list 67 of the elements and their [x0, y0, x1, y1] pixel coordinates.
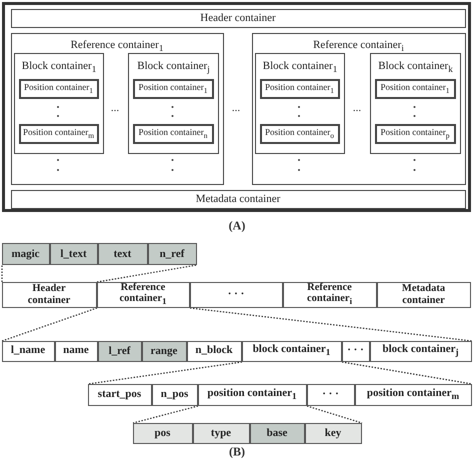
field-cell: position container$_{1}$ [198, 384, 306, 406]
field-cell: Metadata container [376, 282, 470, 308]
field-row [2, 282, 471, 308]
position-container-box: Position container$_{o}$ [260, 124, 340, 144]
field-cell: Reference container$_{1}$ [96, 282, 190, 308]
container-title: Block container$_{k}$ [378, 60, 453, 74]
reference-container-box [10, 32, 224, 184]
container-title: Block container$_{1}$ [262, 60, 338, 74]
position-container-box: Position container$_{1}$ [260, 78, 340, 98]
leader-line [342, 361, 472, 385]
field-cell: n_block [186, 340, 242, 362]
block-container-box [14, 53, 104, 154]
field-cell: l_name [2, 340, 54, 362]
position-container-box: Position container$_{m}$ [18, 124, 98, 144]
panel-label: (A) [228, 218, 246, 234]
container-title: Reference container$_{1}$ [70, 38, 164, 53]
block-container-box [128, 53, 219, 154]
field-cell: text [98, 242, 148, 264]
position-container-box: Position container$_{n}$ [132, 124, 214, 144]
field-cell: · · · [342, 340, 370, 362]
leader-line [88, 361, 242, 385]
leader-line [190, 307, 472, 342]
container-box: Metadata container [10, 190, 466, 208]
field-cell: position container$_{m}$ [354, 384, 472, 406]
leader-line [132, 405, 198, 424]
field-cell: l_text [50, 242, 98, 264]
field-cell: n_pos [152, 384, 198, 406]
leader-line [96, 264, 198, 283]
field-cell: magic [2, 242, 50, 264]
field-cell: block container$_{1}$ [242, 340, 342, 362]
leader-line [2, 307, 98, 342]
field-row [2, 243, 197, 265]
container-title: Block container$_{j}$ [137, 60, 210, 74]
field-row [88, 384, 472, 406]
field-cell: start_pos [88, 384, 152, 406]
field-cell: n_ref [148, 242, 196, 264]
field-row [2, 341, 472, 362]
field-cell: Header container [2, 282, 96, 308]
field-cell: · · · [190, 282, 282, 308]
field-cell: type [192, 422, 250, 444]
field-cell: Reference container$_{i}$ [282, 282, 376, 308]
block-container-box [255, 53, 345, 154]
outer-frame [2, 2, 471, 212]
field-cell: base [250, 422, 304, 444]
ellipsis-text: ... [110, 102, 120, 114]
field-cell: name [54, 340, 98, 362]
position-container-box: Position container$_{1}$ [132, 78, 214, 98]
position-container-box: Position container$_{1}$ [18, 78, 98, 98]
leader-line [306, 405, 362, 424]
container-box: Header container [10, 8, 466, 28]
ellipsis-text: ... [352, 102, 362, 114]
reference-container-box [252, 32, 466, 184]
field-row [133, 423, 362, 444]
field-cell: · · · [306, 384, 354, 406]
block-container-box [370, 53, 461, 154]
field-cell: pos [132, 422, 192, 444]
field-cell: range [142, 340, 186, 362]
leader-line [1, 265, 3, 282]
ellipsis-text: ... [232, 102, 240, 114]
field-cell: key [304, 422, 362, 444]
position-container-box: Position container$_{1}$ [374, 78, 456, 98]
container-title: Reference container$_{i}$ [313, 38, 404, 53]
panel-label: (B) [229, 444, 245, 460]
position-container-box: Position container$_{p}$ [374, 124, 456, 144]
field-cell: block container$_{j}$ [370, 340, 472, 362]
field-cell: l_ref [98, 340, 142, 362]
container-title: Block container$_{1}$ [22, 60, 96, 74]
